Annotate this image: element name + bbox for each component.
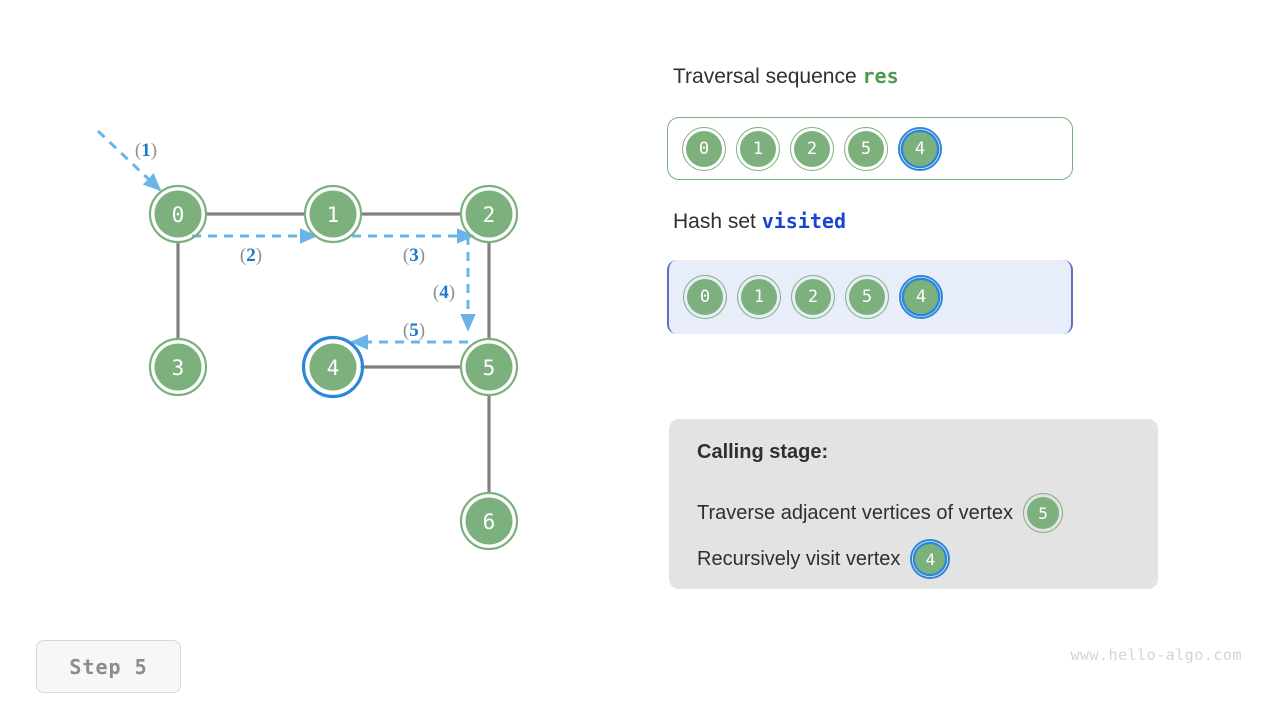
traversal-step-label-2: (2): [240, 245, 262, 266]
calling-stage-line-recursive: Recursively visit vertex 4: [697, 539, 951, 579]
res-item-0[interactable]: 0: [682, 126, 726, 171]
calling-stage-vertex-5-label: 5: [1027, 497, 1060, 529]
visited-item-3-ring: [845, 275, 889, 319]
graph-edges: [176, 212, 491, 494]
calling-stage-vertex-5[interactable]: 5: [1023, 493, 1064, 533]
graph-node-1-ring: [303, 184, 363, 244]
traversal-sequence-variable: res: [862, 64, 899, 88]
graph-node-6[interactable]: 6: [459, 491, 519, 551]
res-item-4[interactable]: 4: [898, 126, 942, 171]
graph-node-1[interactable]: 1: [303, 184, 363, 244]
visited-item-1-ring: [737, 275, 781, 319]
calling-stage-title: Calling stage:: [697, 441, 829, 463]
res-item-0-ring: [682, 126, 726, 171]
res-item-0-label: 0: [686, 130, 722, 167]
traversal-arrow-1: [96, 129, 162, 192]
graph-node-5-label: 5: [483, 356, 496, 380]
traversal-step-label-3: (3): [403, 245, 425, 266]
calling-stage-vertex-4[interactable]: 4: [910, 539, 951, 579]
graph-node-0-ring: [148, 184, 208, 244]
visited-item-0-label: 0: [687, 279, 723, 315]
graph-nodes: 0 1 2 3: [148, 184, 519, 551]
calling-stage-vertex-4-ring: [910, 539, 951, 579]
calling-stage-vertex-5-ring: [1023, 493, 1064, 533]
graph-node-4-ring: [306, 340, 360, 394]
calling-stage-line-traverse-text: Traverse adjacent vertices of vertex: [697, 501, 1014, 524]
graph-node-3[interactable]: 3: [148, 337, 208, 397]
res-item-3-ring: [844, 126, 888, 171]
res-item-2[interactable]: 2: [790, 126, 834, 171]
res-item-4-ring: [898, 126, 942, 171]
hash-set-variable: visited: [761, 209, 847, 233]
graph-node-3-ring: [148, 337, 208, 397]
traversal-step-label-5: (5): [403, 320, 425, 341]
graph-node-5[interactable]: 5: [459, 337, 519, 397]
graph-node-2[interactable]: 2: [459, 184, 519, 244]
graph-node-4[interactable]: 4: [301, 335, 365, 399]
visited-item-2[interactable]: 2: [791, 275, 835, 319]
step-badge: Step 5: [36, 640, 181, 693]
graph-node-2-ring: [459, 184, 519, 244]
visited-item-4-label: 4: [904, 280, 938, 314]
calling-stage-line-recursive-text: Recursively visit vertex: [697, 547, 901, 570]
visited-item-1-label: 1: [741, 279, 777, 315]
visited-item-0-ring: [683, 275, 727, 319]
res-item-1-ring: [736, 126, 780, 171]
graph-node-2-label: 2: [483, 203, 496, 227]
graph-node-0-disc: [154, 190, 202, 238]
res-item-3-label: 5: [848, 130, 884, 167]
hash-set-heading: Hash set visited: [673, 209, 846, 234]
traversal-step-label-1: (1): [135, 140, 157, 161]
hash-set-container: 0 1 2 5 4: [667, 260, 1073, 334]
graph-node-2-disc: [465, 190, 513, 238]
graph-node-0-label: 0: [172, 203, 185, 227]
graph-node-4-disc: [309, 343, 357, 391]
hash-set-heading-text: Hash set: [673, 210, 762, 233]
res-item-2-label: 2: [794, 130, 830, 167]
visited-item-2-label: 2: [795, 279, 831, 315]
res-item-1-label: 1: [740, 130, 776, 167]
traversal-step-labels: (1) (2) (3) (4) (5): [135, 140, 455, 341]
graph-node-6-disc: [465, 497, 513, 545]
visited-item-2-ring: [791, 275, 835, 319]
watermark: www.hello-algo.com: [1070, 646, 1242, 664]
res-item-4-label: 4: [903, 131, 937, 166]
graph-node-0[interactable]: 0: [148, 184, 208, 244]
calling-stage-line-traverse: Traverse adjacent vertices of vertex 5: [697, 493, 1064, 533]
traversal-sequence-container: 0 1 2 5 4: [667, 117, 1073, 180]
res-item-3[interactable]: 5: [844, 126, 888, 171]
graph-diagram: 0 1 2 3: [96, 129, 519, 551]
traversal-step-label-4: (4): [433, 282, 455, 303]
traversal-arrows: [96, 129, 476, 350]
graph-node-5-ring: [459, 337, 519, 397]
visited-item-3[interactable]: 5: [845, 275, 889, 319]
graph-node-6-label: 6: [483, 510, 496, 534]
res-item-1[interactable]: 1: [736, 126, 780, 171]
res-item-2-ring: [790, 126, 834, 171]
traversal-sequence-heading-text: Traversal sequence: [673, 65, 863, 88]
graph-node-6-ring: [459, 491, 519, 551]
visited-item-3-label: 5: [849, 279, 885, 315]
graph-node-1-label: 1: [327, 203, 340, 227]
graph-node-4-label: 4: [327, 356, 340, 380]
graph-node-3-label: 3: [172, 356, 185, 380]
visited-item-4[interactable]: 4: [899, 275, 943, 319]
graph-node-1-disc: [309, 190, 357, 238]
visited-item-1[interactable]: 1: [737, 275, 781, 319]
graph-node-4-highlight-ring: [301, 335, 365, 399]
calling-stage-vertex-4-label: 4: [915, 544, 946, 574]
graph-node-3-disc: [154, 343, 202, 391]
traversal-sequence-heading: Traversal sequence res: [673, 64, 899, 89]
visited-item-4-ring: [899, 275, 943, 319]
visited-item-0[interactable]: 0: [683, 275, 727, 319]
graph-node-5-disc: [465, 343, 513, 391]
